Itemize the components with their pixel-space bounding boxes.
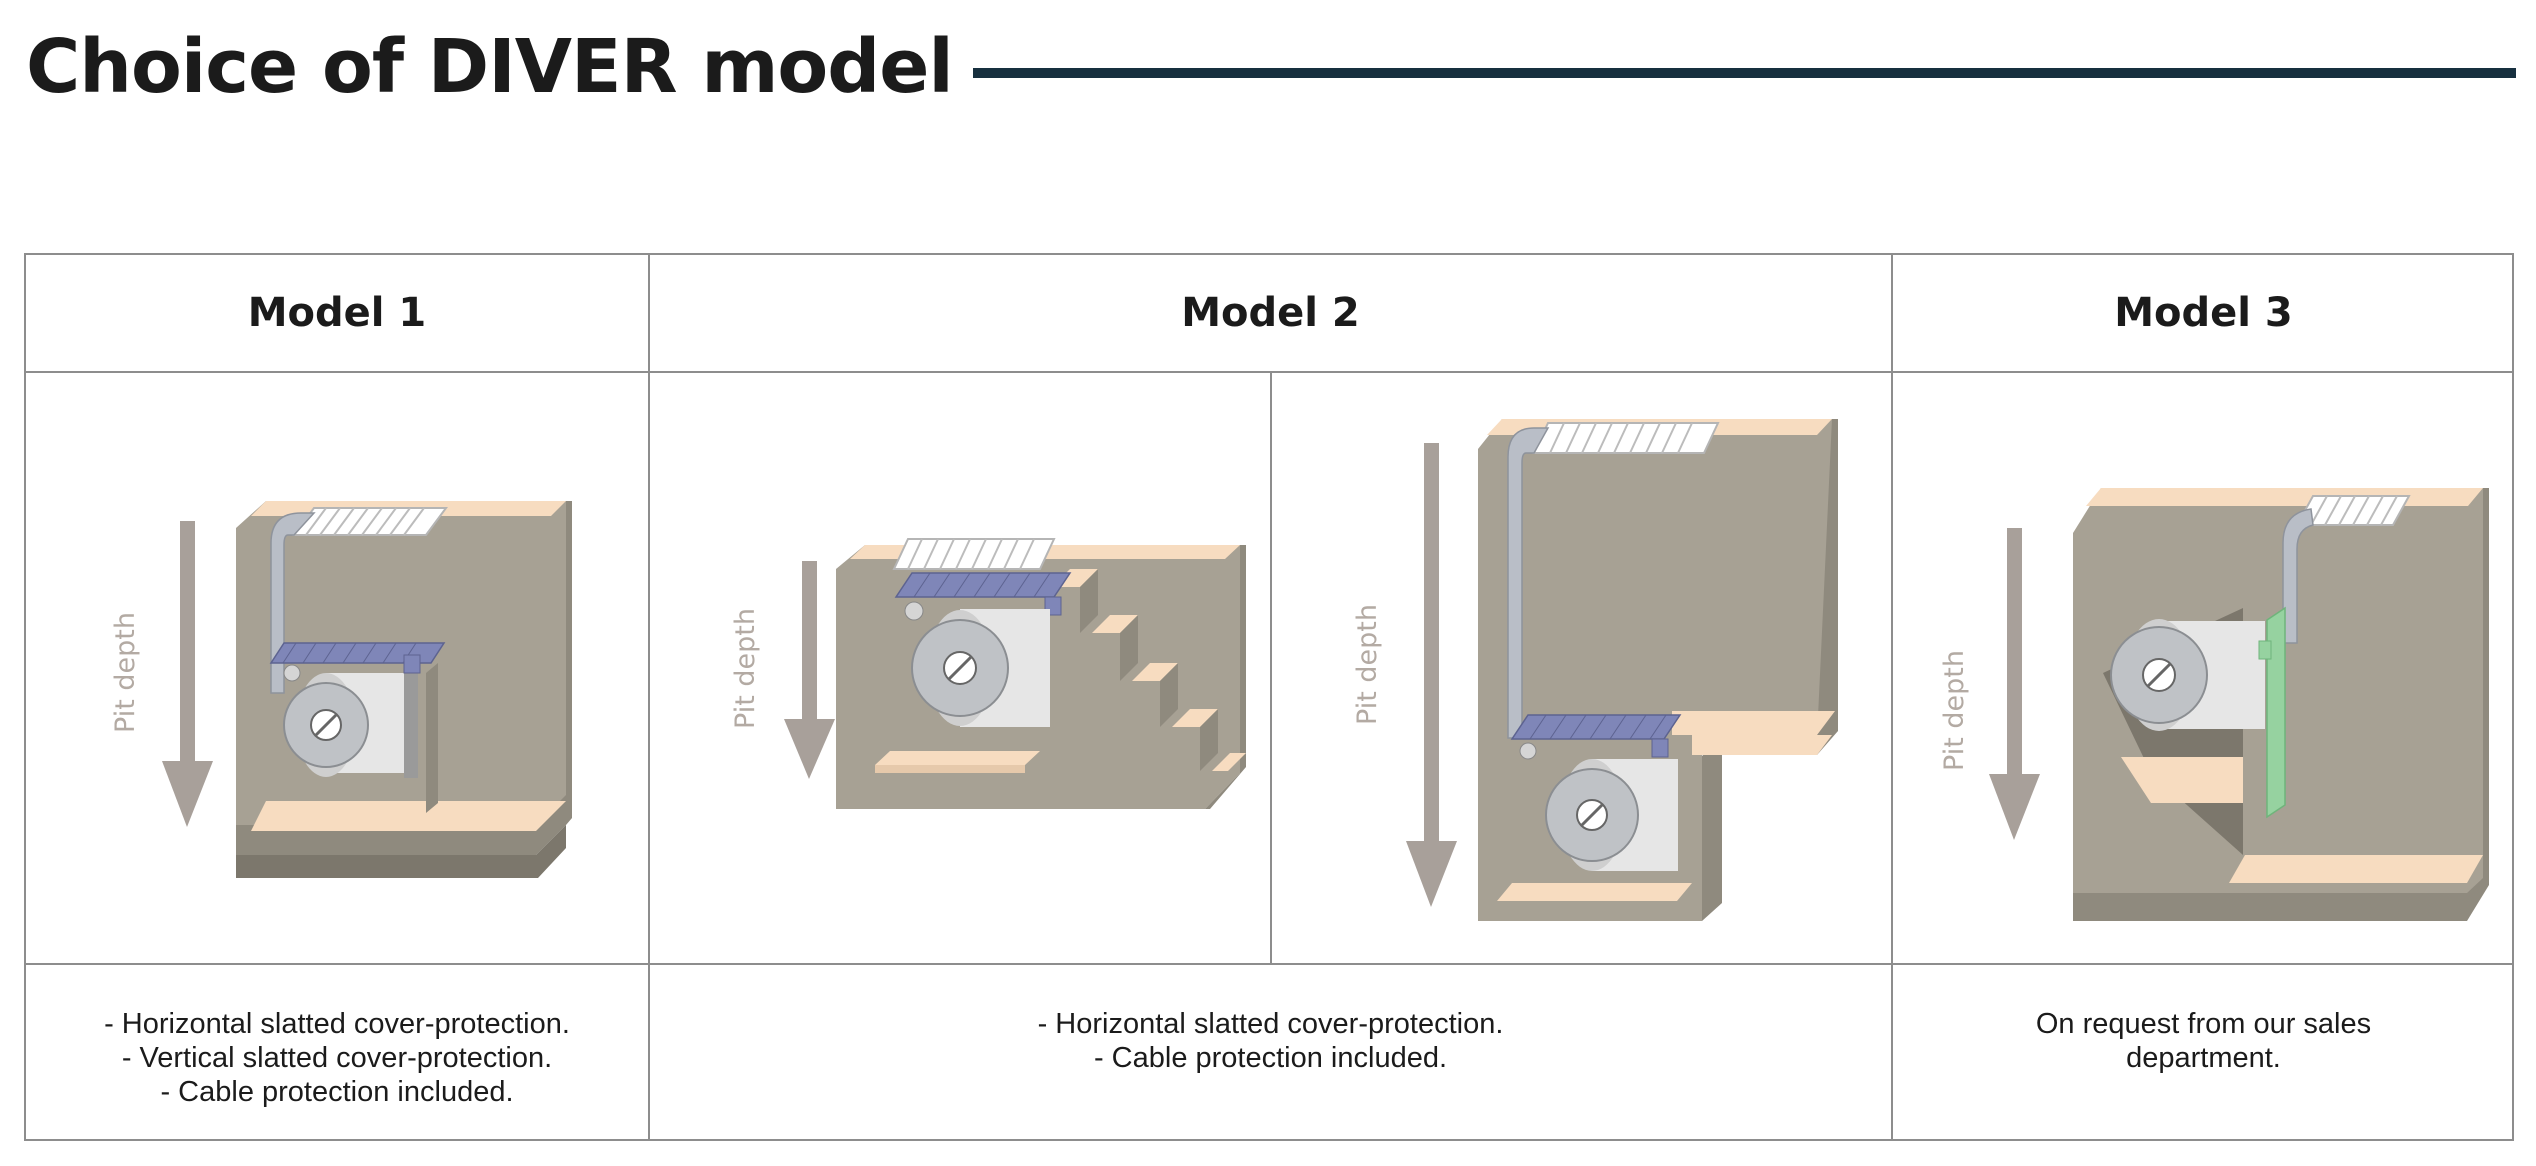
model-comparison-table: Model 1 Model 2 Model 3 Pit depth <box>24 253 2514 1141</box>
model-3-description-line: On request from our sales <box>2035 1008 2372 1040</box>
model-2-description-line: - Horizontal slatted cover-protection. <box>1037 1008 1504 1040</box>
model-3-illustration: Pit depth <box>1893 373 2514 963</box>
pit-depth-arrow <box>162 521 213 827</box>
model-2-description: - Horizontal slatted cover-protection. -… <box>650 965 1891 1141</box>
pit-depth-label: Pit depth <box>1939 650 1970 771</box>
model-1-heading: Model 1 <box>247 290 427 336</box>
model-3-description-line: department. <box>2126 1042 2281 1074</box>
guide-rail <box>2266 606 2286 819</box>
model-1-description-line: - Cable protection included. <box>160 1076 514 1108</box>
model-3-description: On request from our sales department. <box>1893 965 2514 1141</box>
column-divider-2 <box>1891 255 1893 1139</box>
pit-depth-arrow <box>1406 443 1457 907</box>
model-1-description-line: - Vertical slatted cover-protection. <box>121 1042 553 1074</box>
pit-depth-label: Pit depth <box>110 612 141 733</box>
pit-depth-arrow <box>1989 528 2040 840</box>
page-title: Choice of DIVER model <box>26 24 954 110</box>
model-2-heading: Model 2 <box>1181 290 1360 336</box>
pit-floor <box>251 801 566 831</box>
title-rule <box>972 68 2516 78</box>
model2-split-divider <box>1270 371 1272 963</box>
column-divider-1 <box>648 255 650 1139</box>
pit-depth-label: Pit depth <box>730 608 761 729</box>
model-1-description-line: - Horizontal slatted cover-protection. <box>104 1008 570 1040</box>
description-divider <box>26 963 2512 965</box>
model-1-description: - Horizontal slatted cover-protection. -… <box>26 965 648 1141</box>
header-divider <box>26 371 2512 373</box>
pit-depth-label: Pit depth <box>1352 604 1383 725</box>
page-header: Choice of DIVER model <box>26 22 2516 112</box>
model-3-heading: Model 3 <box>2114 290 2293 336</box>
pit-depth-arrow <box>784 561 835 779</box>
model-1-illustration: Pit depth <box>26 373 648 963</box>
model-2-deep-pit-illustration: Pit depth <box>1272 373 1891 963</box>
model-2-description-line: - Cable protection included. <box>1093 1042 1448 1074</box>
model-2-stair-illustration: Pit depth <box>650 373 1270 963</box>
